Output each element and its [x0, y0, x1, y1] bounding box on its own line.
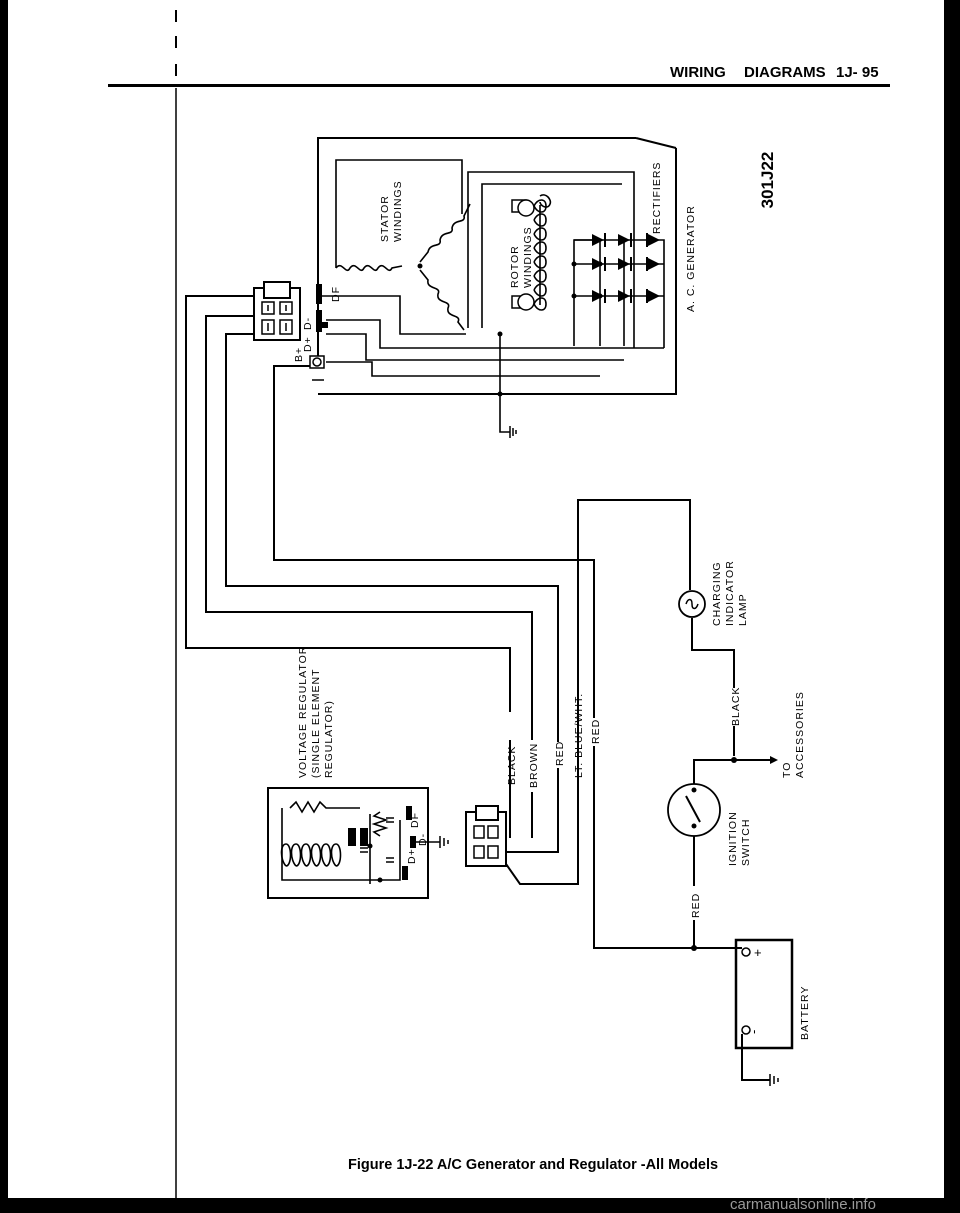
header-rule [108, 84, 890, 87]
reg-terminal-df: DF [409, 812, 421, 828]
rotor-windings: ROTOR WINDINGS [467, 171, 635, 348]
scan-border-bottom [0, 1198, 960, 1213]
regulator-ground-icon [439, 836, 449, 848]
generator-connector [253, 281, 301, 341]
wire-label-red: RED [554, 741, 566, 766]
generator: A. C. GENERATOR STATOR WINDINGS ROTOR [293, 137, 697, 438]
battery-label: BATTERY [799, 986, 811, 1040]
wire-label-black: BLACK [506, 746, 518, 785]
battery: + - BATTERY [706, 938, 811, 1086]
generator-terminals: DF D- D+ B+ [293, 284, 342, 381]
ignition-switch: IGNITION SWITCH TO ACCESSORIES RED [667, 691, 806, 951]
to-accessories-label: TO ACCESSORIES [781, 691, 806, 778]
wire-label-red-vertical: RED [590, 719, 602, 744]
battery-ground-icon [769, 1074, 779, 1086]
stator-windings: STATOR WINDINGS [335, 159, 471, 331]
header-title: WIRING DIAGRAMS [670, 64, 826, 81]
rectifiers: RECTIFIERS [571, 162, 665, 348]
wire-label-black-accessories: BLACK [730, 687, 742, 726]
rotor-label: ROTOR WINDINGS [509, 226, 534, 288]
watermark: carmanualsonline.info [730, 1196, 876, 1213]
generator-ground-icon [499, 420, 517, 438]
battery-plus: + [754, 945, 762, 960]
harness-wires [185, 295, 706, 949]
wire-labels: BLACK BROWN RED LT. BLUE/WHT. RED [506, 693, 602, 792]
scan-border-left [0, 0, 8, 1213]
battery-minus: - [746, 1030, 761, 1034]
reg-terminal-d-plus: D+ [406, 848, 418, 864]
gen-terminal-df: DF [330, 286, 342, 302]
regulator-connector [465, 499, 691, 885]
reg-terminal-d-minus: D- [417, 833, 429, 846]
stator-label: STATOR WINDINGS [379, 180, 404, 242]
rectifiers-label: RECTIFIERS [651, 162, 663, 234]
figure-code: 301J22 [758, 152, 777, 209]
charging-indicator-lamp: CHARGING INDICATOR LAMP BLACK [678, 556, 749, 756]
wire-label-brown: BROWN [528, 743, 540, 788]
regulator-title: VOLTAGE REGULATOR (SINGLE ELEMENT REGULA… [297, 642, 335, 778]
voltage-regulator: VOLTAGE REGULATOR (SINGLE ELEMENT REGULA… [267, 642, 449, 899]
ignition-switch-label: IGNITION SWITCH [727, 807, 752, 866]
generator-title: A. C. GENERATOR [685, 205, 697, 312]
gen-terminal-b-plus: B+ [293, 347, 305, 362]
gen-terminal-d-plus: D+ [302, 336, 314, 352]
figure-caption: Figure 1J-22 A/C Generator and Regulator… [348, 1157, 719, 1173]
page-number: 1J- 95 [836, 64, 879, 81]
scan-border-right [944, 0, 960, 1213]
gen-terminal-d-minus: D- [302, 317, 314, 330]
wire-label-red-battery: RED [690, 893, 702, 918]
charging-lamp-label: CHARGING INDICATOR LAMP [711, 556, 749, 626]
